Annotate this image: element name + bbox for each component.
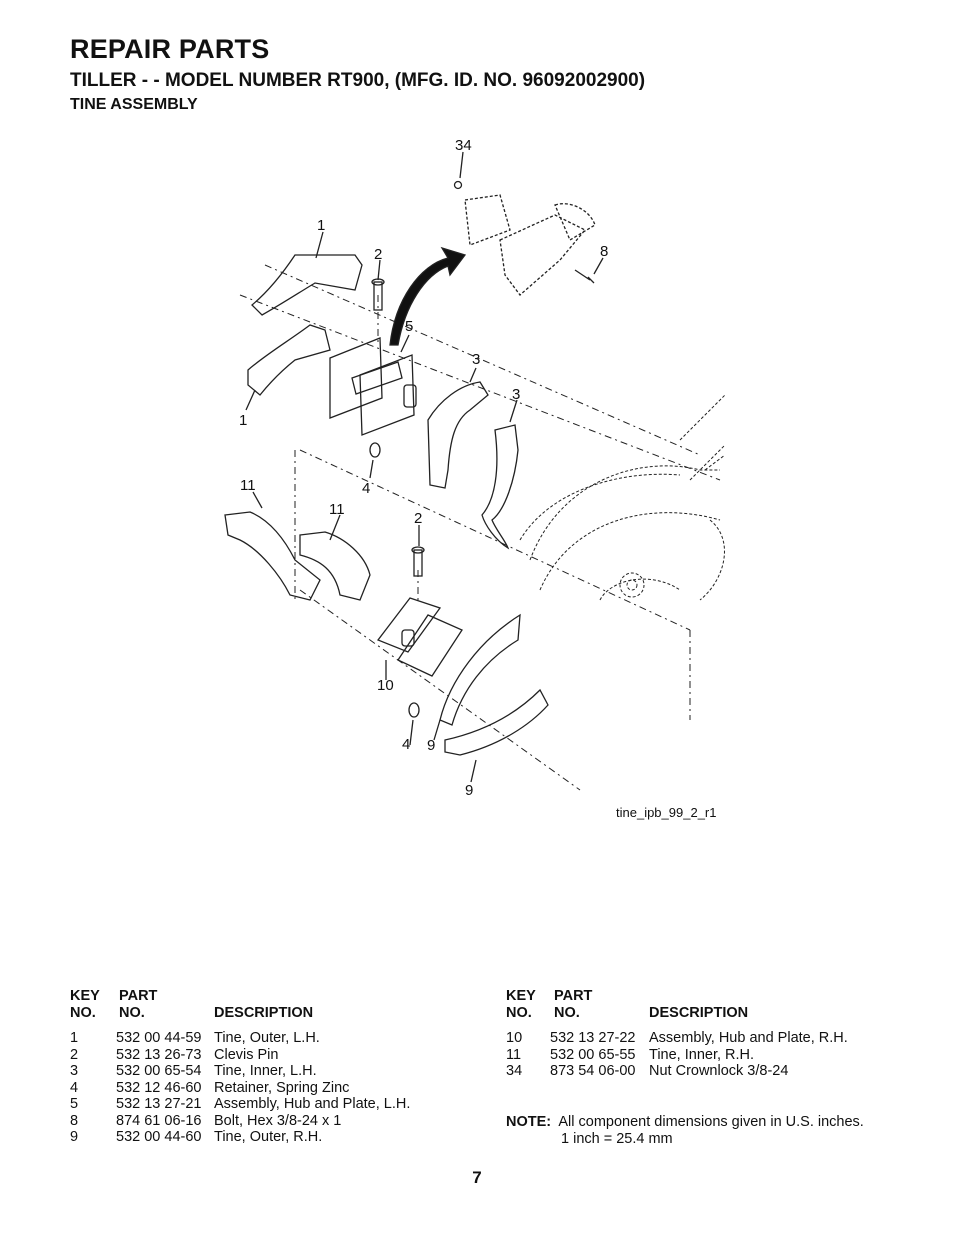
callout-label: 1 (317, 217, 325, 234)
description-cell: Assembly, Hub and Plate, R.H. (649, 1030, 848, 1046)
callout-label: 9 (465, 782, 473, 799)
description-cell: Clevis Pin (214, 1046, 279, 1063)
callout-label: 34 (455, 137, 472, 154)
section-title: TINE ASSEMBLY (70, 96, 198, 113)
key-cell: 10 (506, 1030, 523, 1046)
table-row: 3 532 00 65-54 Tine, Inner, L.H. (70, 1063, 470, 1080)
note-text: All component dimensions given in U.S. i… (558, 1114, 864, 1130)
callout-label: 4 (362, 480, 370, 497)
table-row: 10 532 13 27-22 Assembly, Hub and Plate, R… (506, 1030, 906, 1047)
table-row: 1 532 00 44-59 Tine, Outer, L.H. (70, 1030, 470, 1047)
page-title: REPAIR PARTS (70, 34, 270, 64)
model-subtitle: TILLER - - MODEL NUMBER RT900, (MFG. ID.… (70, 70, 646, 91)
key-cell: 1 (70, 1030, 79, 1046)
part-number-cell: 532 13 27-22 (550, 1030, 636, 1046)
part-number-cell: 532 12 46-60 (116, 1079, 202, 1096)
dimensions-note: NOTE: All component dimensions given in … (506, 1114, 864, 1147)
callout-label: 3 (512, 386, 520, 403)
table-body: 10 532 13 27-22 Assembly, Hub and Plate, R… (506, 1030, 906, 1080)
part-header-top: PART (119, 988, 158, 1004)
description-header: DESCRIPTION (214, 1005, 314, 1021)
part-number-cell: 874 61 06-16 (116, 1112, 202, 1129)
table-row: 34 873 54 06-00 Nut Crownlock 3/8-24 (506, 1063, 906, 1080)
key-header-bottom: NO. (70, 1005, 96, 1021)
part-header-bottom: NO. (554, 1005, 580, 1021)
description-cell: Nut Crownlock 3/8-24 (649, 1063, 789, 1079)
key-header-top: KEY (70, 988, 100, 1004)
key-cell: 2 (70, 1046, 79, 1063)
description-cell: Tine, Outer, R.H. (214, 1129, 323, 1145)
table-row: 11 532 00 65-55 Tine, Inner, R.H. (506, 1047, 906, 1064)
part-number-cell: 532 00 44-59 (116, 1030, 202, 1046)
part-number-cell: 532 00 44-60 (116, 1129, 202, 1145)
description-cell: Tine, Outer, L.H. (214, 1030, 320, 1046)
part-number-cell: 532 00 65-54 (116, 1063, 202, 1079)
key-cell: 34 (506, 1063, 523, 1079)
diagram-callouts: 34 1 2 8 5 3 3 1 4 11 11 2 10 4 9 9 (239, 137, 608, 799)
description-header: DESCRIPTION (649, 1005, 749, 1021)
description-cell: Retainer, Spring Zinc (214, 1079, 350, 1096)
key-cell: 5 (70, 1096, 79, 1112)
table-row: 9 532 00 44-60 Tine, Outer, R.H. (70, 1129, 470, 1146)
callout-label: 9 (427, 737, 435, 754)
callout-label: 2 (414, 510, 422, 527)
key-header-top: KEY (506, 988, 536, 1004)
key-cell: 9 (70, 1129, 79, 1145)
callout-label: 10 (377, 677, 394, 694)
parts-table-left: KEY NO. PART NO. DESCRIPTION 1 532 00 44-… (70, 988, 470, 1146)
key-cell: 11 (506, 1046, 522, 1063)
part-number-cell: 532 13 27-21 (116, 1096, 202, 1112)
callout-label: 11 (240, 477, 256, 494)
table-row: 8 874 61 06-16 Bolt, Hex 3/8-24 x 1 (70, 1113, 470, 1130)
table-row: 2 532 13 26-73 Clevis Pin (70, 1047, 470, 1064)
page-number: 7 (472, 1168, 482, 1187)
description-cell: Assembly, Hub and Plate, L.H. (214, 1096, 411, 1112)
table-row: 5 532 13 27-21 Assembly, Hub and Plate, L.… (70, 1096, 470, 1113)
callout-label: 3 (472, 351, 480, 368)
table-body: 1 532 00 44-59 Tine, Outer, L.H. 2 532 13 26… (70, 1030, 470, 1146)
table-header: KEY NO. PART NO. DESCRIPTION (70, 988, 470, 1022)
key-header-bottom: NO. (506, 1005, 532, 1021)
description-cell: Tine, Inner, L.H. (214, 1063, 317, 1079)
callout-label: 11 (329, 501, 345, 518)
figure-reference: tine_ipb_99_2_r1 (616, 805, 717, 820)
part-number-cell: 532 13 26-73 (116, 1046, 202, 1063)
callout-label: 5 (405, 318, 413, 335)
callout-label: 1 (239, 412, 247, 429)
part-number-cell: 873 54 06-00 (550, 1063, 636, 1079)
note-text-conversion: 1 inch = 25.4 mm (561, 1130, 673, 1147)
parts-table-right: KEY NO. PART NO. DESCRIPTION 10 532 13 27… (506, 988, 906, 1080)
table-header: KEY NO. PART NO. DESCRIPTION (506, 988, 906, 1022)
description-cell: Tine, Inner, R.H. (649, 1046, 755, 1063)
part-number-cell: 532 00 65-55 (550, 1046, 636, 1063)
tine-assembly-diagram: 34 1 2 8 5 3 3 1 4 11 11 2 10 4 9 9 (224, 137, 726, 799)
key-cell: 8 (70, 1112, 79, 1129)
key-cell: 4 (70, 1079, 79, 1096)
note-label: NOTE: (506, 1114, 552, 1130)
part-header-top: PART (554, 988, 593, 1004)
callout-label: 8 (600, 243, 608, 260)
callout-label: 4 (402, 736, 410, 753)
description-cell: Bolt, Hex 3/8-24 x 1 (214, 1112, 342, 1129)
table-row: 4 532 12 46-60 Retainer, Spring Zinc (70, 1080, 470, 1097)
key-cell: 3 (70, 1063, 79, 1079)
callout-label: 2 (374, 246, 382, 263)
part-header-bottom: NO. (119, 1005, 145, 1021)
